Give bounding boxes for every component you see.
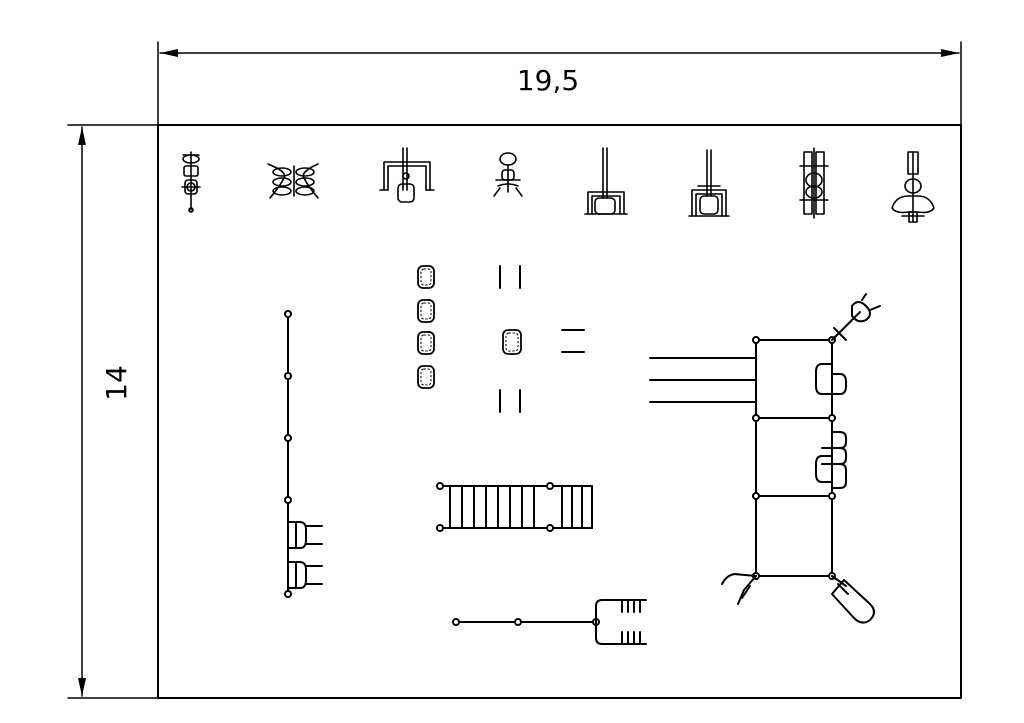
height-label: 14 — [100, 365, 133, 401]
height-dimension: 14 — [67, 124, 159, 699]
arrow-right-icon — [941, 49, 959, 57]
site-boundary — [157, 124, 962, 699]
stepping-stones — [417, 265, 522, 389]
arrow-left-icon — [160, 49, 178, 57]
arrow-up-icon — [78, 127, 86, 145]
workout-station-frame — [649, 293, 881, 624]
pull-down-icon — [584, 147, 628, 215]
width-dimension: 19,5 — [157, 41, 962, 126]
double-walker-icon — [799, 147, 829, 219]
balance-chain — [452, 599, 647, 645]
leg-press-icon — [493, 152, 523, 197]
chest-press-icon — [379, 147, 435, 203]
arrow-down-icon — [78, 678, 86, 696]
width-label: 19,5 — [517, 64, 579, 97]
exercise-bike-icon — [181, 151, 201, 213]
rope-course — [284, 310, 323, 598]
rower-icon — [891, 151, 935, 223]
ladder-bridge — [436, 482, 593, 532]
balance-posts — [499, 265, 585, 413]
shoulder-press-icon — [688, 149, 730, 217]
twister-icon — [267, 163, 319, 199]
